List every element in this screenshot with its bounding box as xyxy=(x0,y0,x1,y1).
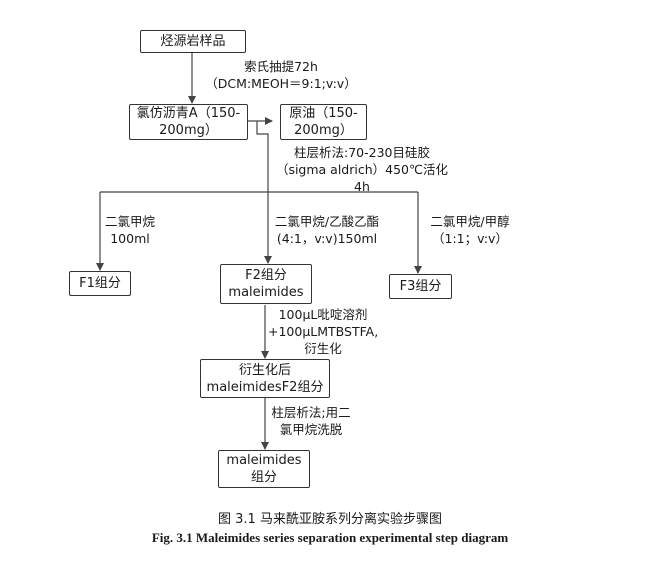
label-line: （1:1；v:v） xyxy=(432,231,508,246)
node-source-rock-sample: 烃源岩样品 xyxy=(140,30,246,53)
figure-caption-english: Fig. 3.1 Maleimides series separation ex… xyxy=(151,530,509,545)
node-f1-fraction: F1组分 xyxy=(69,271,131,296)
label-derivatization: 100μL吡啶溶剂 +100μLMTBSTFA, 衍生化 xyxy=(268,306,378,357)
label-line: 100μL吡啶溶剂 xyxy=(278,307,368,322)
label-soxhlet-extraction: 索氏抽提72h （DCM:MEOH＝9:1;v:v） xyxy=(196,58,366,92)
node-line: F3组分 xyxy=(399,279,442,294)
label-line: 100ml xyxy=(110,231,150,246)
node-line: 200mg） xyxy=(159,123,218,138)
node-crude-oil: 原油（150- 200mg） xyxy=(280,104,367,140)
label-line: 氯甲烷洗脱 xyxy=(279,422,343,437)
label-line: +100μLMTBSTFA, xyxy=(268,324,379,339)
label-line: 二氯甲烷/甲醇 xyxy=(430,214,510,229)
node-line: 200mg） xyxy=(294,123,353,138)
node-line: maleimides xyxy=(228,285,304,300)
connector-branch xyxy=(256,121,269,192)
node-line: 原油（150- xyxy=(289,106,358,121)
node-derivatized-f2: 衍生化后 maleimidesF2组分 xyxy=(200,359,330,398)
node-chloroform-asphalt-a: 氯仿沥青A（150- 200mg） xyxy=(129,104,248,140)
label-line: 柱层析法:70-230目硅胶 xyxy=(294,145,430,160)
node-line: F2组分 xyxy=(245,268,287,283)
label-elute-dcm-ethyl-acetate: 二氯甲烷/乙酸乙酯 (4:1，v:v)150ml xyxy=(262,213,392,247)
label-line: （sigma aldrich）450℃活化 xyxy=(275,162,449,177)
node-f3-fraction: F3组分 xyxy=(389,274,452,299)
node-maleimides-fraction: maleimides 组分 xyxy=(218,450,310,488)
label-line: 衍生化 xyxy=(304,341,342,356)
label-line: 柱层析法;用二 xyxy=(271,405,351,420)
node-line: 烃源岩样品 xyxy=(160,34,226,49)
label-line: 4h xyxy=(354,179,370,194)
node-line: 氯仿沥青A（150- xyxy=(136,106,241,121)
figure-caption-chinese: 图 3.1 马来酰亚胺系列分离实验步骤图 xyxy=(218,512,442,527)
node-line: maleimidesF2组分 xyxy=(206,379,324,395)
node-f2-fraction: F2组分 maleimides xyxy=(220,264,312,304)
label-line: 二氯甲烷 xyxy=(104,214,155,229)
label-elute-dcm: 二氯甲烷 100ml xyxy=(100,213,160,247)
label-column-dcm-wash: 柱层析法;用二 氯甲烷洗脱 xyxy=(266,404,356,438)
label-elute-dcm-methanol: 二氯甲烷/甲醇 （1:1；v:v） xyxy=(420,213,520,247)
node-line: 组分 xyxy=(250,470,277,485)
node-line: maleimides xyxy=(226,453,302,468)
node-line: F1组分 xyxy=(79,276,121,291)
node-line: 衍生化后 xyxy=(238,362,291,378)
label-line: 二氯甲烷/乙酸乙酯 xyxy=(274,214,380,229)
label-column-chromatography: 柱层析法:70-230目硅胶 （sigma aldrich）450℃活化 4h xyxy=(272,144,452,195)
label-line: 索氏抽提72h xyxy=(244,59,318,74)
label-line: （DCM:MEOH＝9:1;v:v） xyxy=(205,76,357,91)
label-line: (4:1，v:v)150ml xyxy=(276,231,378,246)
